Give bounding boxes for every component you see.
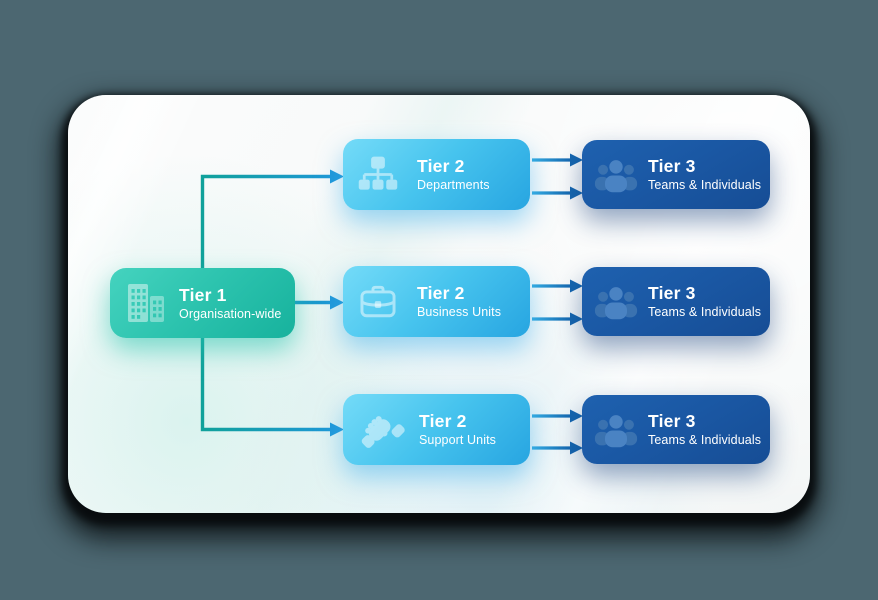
tier1-title: Tier 1 [179,284,227,305]
tier2-subtitle: Support Units [419,433,497,448]
users-icon [594,286,638,319]
tier2-subtitle: Business Units [417,305,502,320]
tier3-subtitle: Teams & Individuals [648,433,762,448]
tier3-title: Tier 3 [648,283,696,304]
tier1-subtitle: Organisation-wide [179,306,282,321]
handshake-icon [361,415,405,448]
tier2-node-departments: Tier 2 Departments [343,139,530,210]
tier3-subtitle: Teams & Individuals [648,178,762,193]
tier1-node: Tier 1 Organisation-wide [110,268,295,338]
tier2-node-business-units: Tier 2 Business Units [343,266,530,337]
tier2-title: Tier 2 [419,411,467,432]
users-icon [594,414,638,447]
tier2-title: Tier 2 [417,156,465,177]
tier3-node-row1: Tier 3 Teams & Individuals [582,140,770,209]
tier2-subtitle: Departments [417,178,490,193]
briefcase-icon [360,285,396,317]
tier2-title: Tier 2 [417,283,465,304]
tier3-title: Tier 3 [648,411,696,432]
tier3-subtitle: Teams & Individuals [648,305,762,320]
users-icon [594,159,638,192]
tier2-node-support-units: Tier 2 Support Units [343,394,530,465]
buildings-icon [122,279,170,327]
tier3-title: Tier 3 [648,156,696,177]
tier3-node-row2: Tier 3 Teams & Individuals [582,267,770,336]
sitemap-icon [358,156,398,190]
tier3-node-row3: Tier 3 Teams & Individuals [582,395,770,464]
